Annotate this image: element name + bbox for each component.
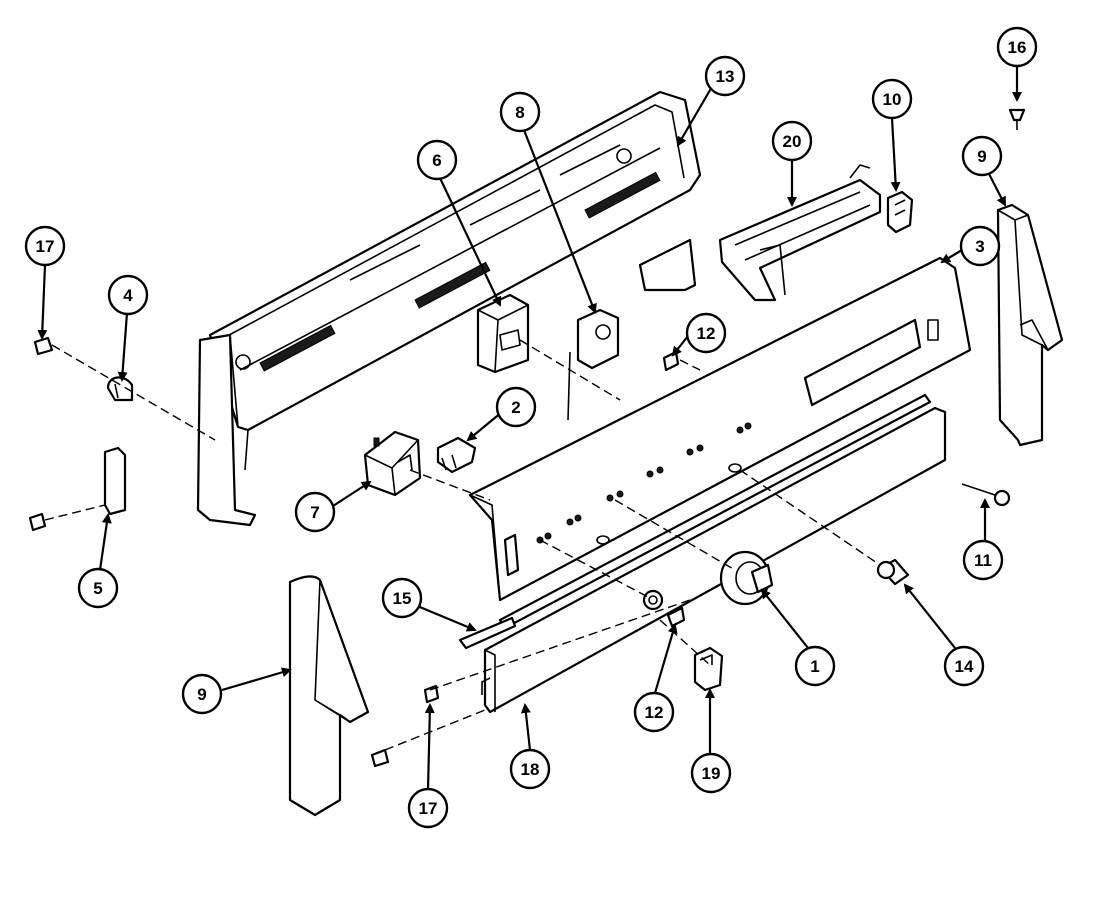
svg-text:11: 11 bbox=[974, 551, 992, 570]
callout-20: 20 bbox=[771, 120, 813, 162]
svg-text:8: 8 bbox=[515, 103, 524, 122]
part-14-cap bbox=[876, 558, 910, 586]
callouts: 17 4 5 6 8 13 20 10 16 9 3 12 2 7 11 15 … bbox=[24, 26, 1038, 829]
part-11-screw-bushing bbox=[961, 483, 1011, 507]
svg-text:1: 1 bbox=[810, 657, 819, 676]
svg-text:19: 19 bbox=[702, 764, 721, 783]
part-2-relay bbox=[436, 436, 477, 474]
callout-13: 13 bbox=[704, 55, 746, 97]
callout-10: 10 bbox=[871, 78, 913, 120]
svg-text:16: 16 bbox=[1008, 38, 1027, 57]
svg-text:4: 4 bbox=[123, 286, 133, 305]
callout-5: 5 bbox=[77, 567, 119, 609]
assembly-lines bbox=[44, 339, 881, 751]
svg-text:14: 14 bbox=[955, 657, 974, 676]
svg-text:20: 20 bbox=[783, 132, 802, 151]
callout-7: 7 bbox=[294, 491, 336, 533]
callout-4: 4 bbox=[107, 274, 149, 316]
callout-17-bottom: 17 bbox=[407, 787, 449, 829]
back-panel-frame bbox=[196, 90, 702, 527]
callout-12-top: 12 bbox=[685, 312, 727, 354]
svg-text:17: 17 bbox=[419, 799, 438, 818]
svg-text:17: 17 bbox=[36, 237, 55, 256]
leader-lines bbox=[37, 66, 1022, 791]
part-10-clip bbox=[886, 190, 914, 234]
svg-text:12: 12 bbox=[645, 703, 664, 722]
svg-text:5: 5 bbox=[93, 579, 102, 598]
part-7-switch bbox=[363, 430, 422, 497]
svg-text:9: 9 bbox=[977, 147, 986, 166]
svg-text:15: 15 bbox=[393, 589, 412, 608]
part-1-knob bbox=[719, 550, 774, 606]
svg-text:9: 9 bbox=[197, 685, 206, 704]
part-8-bracket bbox=[567, 308, 620, 421]
callout-9-right: 9 bbox=[961, 135, 1003, 177]
svg-text:12: 12 bbox=[697, 324, 716, 343]
callout-8: 8 bbox=[499, 91, 541, 133]
part-9-right-end-cap bbox=[996, 203, 1064, 447]
callout-19: 19 bbox=[690, 752, 732, 794]
svg-text:3: 3 bbox=[975, 237, 984, 256]
callout-2: 2 bbox=[495, 386, 537, 428]
callout-11: 11 bbox=[962, 539, 1004, 581]
part-6-switch-bracket bbox=[476, 293, 530, 374]
callout-9-left: 9 bbox=[181, 673, 223, 715]
part-5-bracket bbox=[103, 446, 127, 516]
callout-18: 18 bbox=[509, 748, 551, 790]
part-19-switch bbox=[693, 646, 724, 692]
callout-14: 14 bbox=[943, 645, 985, 687]
svg-text:6: 6 bbox=[432, 151, 441, 170]
callout-6: 6 bbox=[416, 139, 458, 181]
svg-text:18: 18 bbox=[521, 760, 540, 779]
svg-text:13: 13 bbox=[716, 67, 735, 86]
callout-12-bottom: 12 bbox=[633, 691, 675, 733]
svg-text:7: 7 bbox=[310, 503, 319, 522]
callout-16: 16 bbox=[996, 26, 1038, 68]
callout-1: 1 bbox=[794, 645, 836, 687]
part-15-rail bbox=[458, 616, 517, 650]
callout-17-top: 17 bbox=[24, 225, 66, 267]
svg-text:10: 10 bbox=[883, 90, 902, 109]
callout-3: 3 bbox=[959, 225, 1001, 267]
callout-15: 15 bbox=[381, 577, 423, 619]
part-9-left-end-cap bbox=[288, 575, 370, 817]
svg-text:2: 2 bbox=[511, 398, 520, 417]
part-20-display-bracket bbox=[718, 164, 882, 302]
